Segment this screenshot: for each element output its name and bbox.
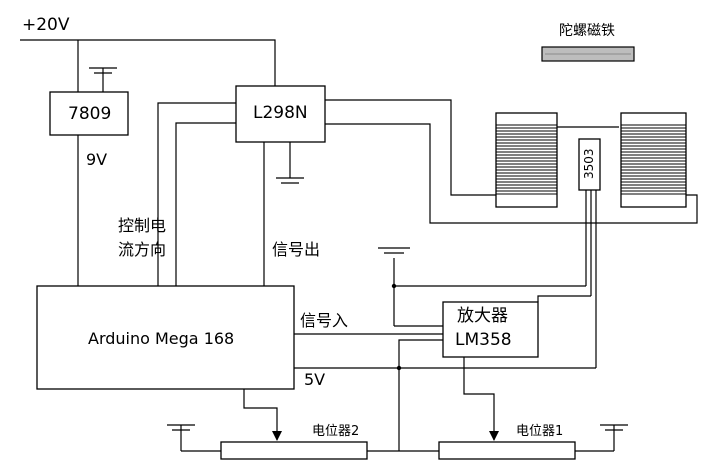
- direction-label-line1: 控制电: [118, 216, 167, 235]
- magnet-label: 陀螺磁铁: [559, 23, 615, 39]
- regulator-7809-box: [49, 91, 129, 136]
- l298n-driver-box: [235, 85, 326, 143]
- left-coil: [495, 112, 558, 208]
- supply-voltage-label: +20V: [22, 15, 70, 35]
- sensor-signal-wire: [537, 295, 591, 302]
- amplifier-label-line1: 放大器: [457, 306, 508, 326]
- sensor-ground-symbol: [378, 247, 586, 327]
- amplifier-label-line2: LM358: [455, 330, 512, 350]
- driver-ground-symbol: [276, 142, 304, 184]
- five-volt-label: 5V: [304, 370, 326, 389]
- pot2-label: 电位器2: [312, 424, 360, 439]
- arduino-to-pot2-wire: [243, 389, 282, 441]
- direction-label-line2: 流方向: [118, 240, 167, 259]
- controller-name-label: Arduino Mega 168: [88, 329, 235, 348]
- pot1-label: 电位器1: [516, 424, 564, 439]
- regulator-output-label: 9V: [86, 150, 108, 169]
- signal-out-label: 信号出: [272, 240, 321, 259]
- five-volt-rail: [294, 365, 596, 371]
- coil-drive-wires: [325, 99, 698, 224]
- pot2-body: [220, 441, 368, 460]
- signal-in-label: 信号入: [300, 311, 349, 330]
- hall-sensor: [578, 138, 601, 368]
- regulator-name-label: 7809: [68, 104, 112, 124]
- pot2-feed-wire: [398, 339, 443, 451]
- amplifier-box: [442, 301, 539, 358]
- pot1-ground-symbol: [575, 424, 628, 452]
- driver-name-label: L298N: [253, 103, 308, 123]
- pot2-ground-symbol: [167, 424, 221, 452]
- direction-control-wires: [157, 102, 236, 286]
- supply-rail: [20, 39, 276, 92]
- amp-to-pot1-wire: [463, 357, 499, 441]
- right-coil: [620, 112, 687, 208]
- arduino-box: [36, 285, 295, 390]
- pot1-body: [438, 441, 576, 460]
- sensor-name-label: 3503: [582, 148, 596, 179]
- regulator-ground-symbol: [89, 67, 117, 92]
